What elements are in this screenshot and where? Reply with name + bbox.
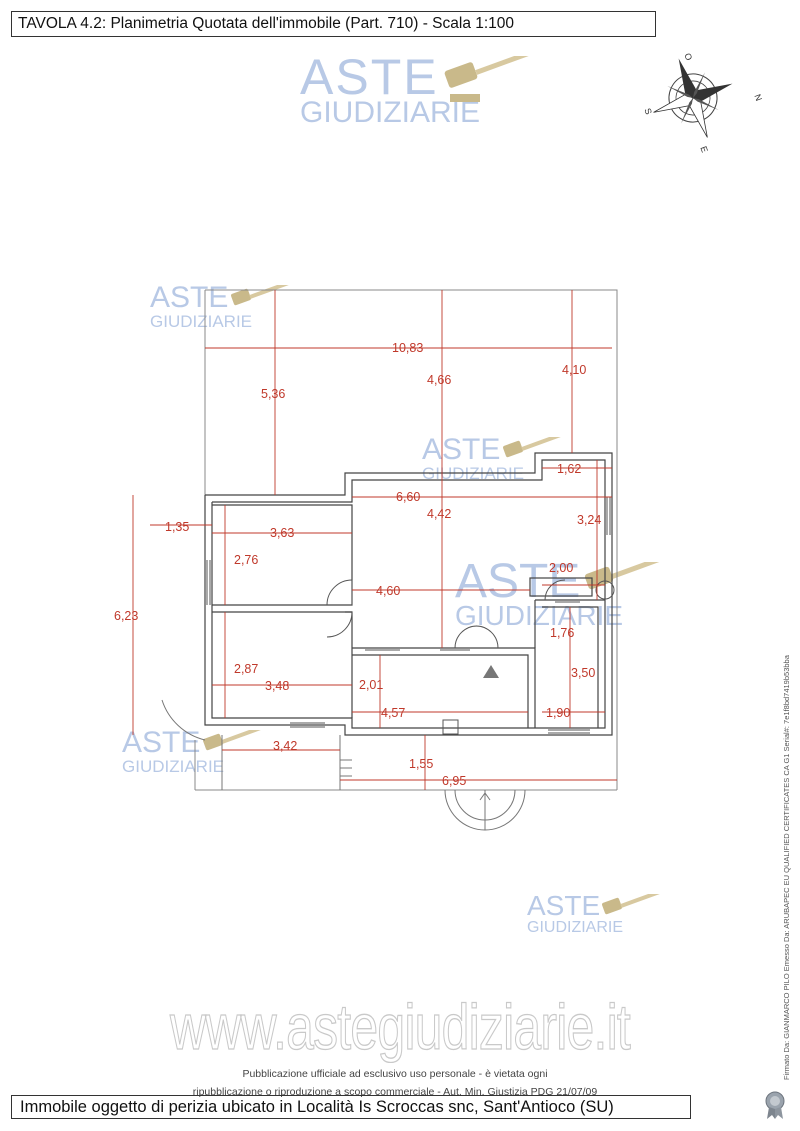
dim-1-35: 1,35: [165, 520, 189, 534]
dim-1-90: 1,90: [546, 706, 570, 720]
watermark-line1: ASTE: [150, 281, 229, 314]
digital-signature: Firmato Da: GIANMARCO PILO Emesso Da: AR…: [782, 655, 791, 1080]
gavel-icon: [503, 437, 565, 458]
shaft: [442, 719, 459, 735]
watermark-site-url: www.astegiudiziarie.it: [169, 990, 631, 1063]
dim-1-76: 1,76: [550, 626, 574, 640]
dim-6-60: 6,60: [396, 490, 420, 504]
dim-5-36: 5,36: [261, 387, 285, 401]
compass-south-label: S: [642, 107, 653, 116]
watermark-line1: ASTE: [527, 890, 601, 921]
dim-3-48: 3,48: [265, 679, 289, 693]
dim-2-00: 2,00: [549, 561, 573, 575]
publication-notice-line1: Pubblicazione ufficiale ad esclusivo uso…: [242, 1068, 548, 1080]
dim-3-63: 3,63: [270, 526, 294, 540]
dim-6-95: 6,95: [442, 774, 466, 788]
dimension-lines: [132, 290, 617, 790]
gavel-icon: [203, 730, 265, 751]
watermark-line2: GIUDIZIARIE: [122, 757, 225, 776]
compass-east-label: E: [698, 145, 709, 154]
porch: [161, 699, 526, 831]
watermark-line1: ASTE: [422, 433, 501, 466]
dim-4-42: 4,42: [427, 507, 451, 521]
doors: [326, 579, 615, 649]
footer-caption: Immobile oggetto di perizia ubicato in L…: [20, 1098, 614, 1116]
watermark-logo-top: ASTE GIUDIZIARIE: [300, 49, 543, 129]
dim-10-83: 10,83: [392, 341, 423, 355]
dimension-labels: 10,83 5,36 4,66 4,10 1,62 6,60 4,42 3,24…: [114, 341, 601, 788]
page-title: TAVOLA 4.2: Planimetria Quotata dell'imm…: [18, 15, 515, 32]
title-box: TAVOLA 4.2: Planimetria Quotata dell'imm…: [11, 11, 656, 37]
dim-6-23: 6,23: [114, 609, 138, 623]
watermark-line1: ASTE: [455, 555, 581, 608]
dim-3-50: 3,50: [571, 666, 595, 680]
entrance-arrow-icon: [483, 665, 499, 678]
dim-2-76: 2,76: [234, 553, 258, 567]
watermark-line2: GIUDIZIARIE: [150, 312, 253, 331]
dim-4-10: 4,10: [562, 363, 586, 377]
footer-box: Immobile oggetto di perizia ubicato in L…: [11, 1095, 691, 1119]
watermark-line2: GIUDIZIARIE: [455, 600, 624, 631]
dim-4-60: 4,60: [376, 584, 400, 598]
dim-2-87: 2,87: [234, 662, 258, 676]
gavel-icon: [444, 56, 543, 102]
site-boundary: [194, 289, 618, 791]
watermark-line1: ASTE: [300, 49, 439, 105]
dim-2-01: 2,01: [359, 678, 383, 692]
dim-3-42: 3,42: [273, 739, 297, 753]
watermark-logo-bottom: ASTE GIUDIZIARIE: [527, 890, 664, 936]
dim-3-24: 3,24: [577, 513, 601, 527]
building-walls: [204, 452, 613, 736]
dim-1-62: 1,62: [557, 462, 581, 476]
watermark-line2: GIUDIZIARIE: [300, 96, 481, 129]
dim-4-57: 4,57: [381, 706, 405, 720]
watermark-logo-lower-left: ASTE GIUDIZIARIE: [122, 728, 265, 776]
gavel-icon: [231, 285, 293, 306]
watermark-logo-left: ASTE GIUDIZIARIE: [150, 281, 293, 331]
compass-north-label: N: [752, 93, 764, 103]
dim-4-66: 4,66: [427, 373, 451, 387]
windows: [206, 497, 611, 734]
compass-west-label: O: [682, 52, 694, 62]
gavel-icon: [602, 894, 664, 915]
watermark-logo-mid: ASTE GIUDIZIARIE: [455, 555, 672, 631]
watermark-line2: GIUDIZIARIE: [527, 919, 624, 936]
compass-rose: [653, 58, 733, 138]
dim-1-55: 1,55: [409, 757, 433, 771]
certification-seal-icon: [765, 1091, 785, 1119]
